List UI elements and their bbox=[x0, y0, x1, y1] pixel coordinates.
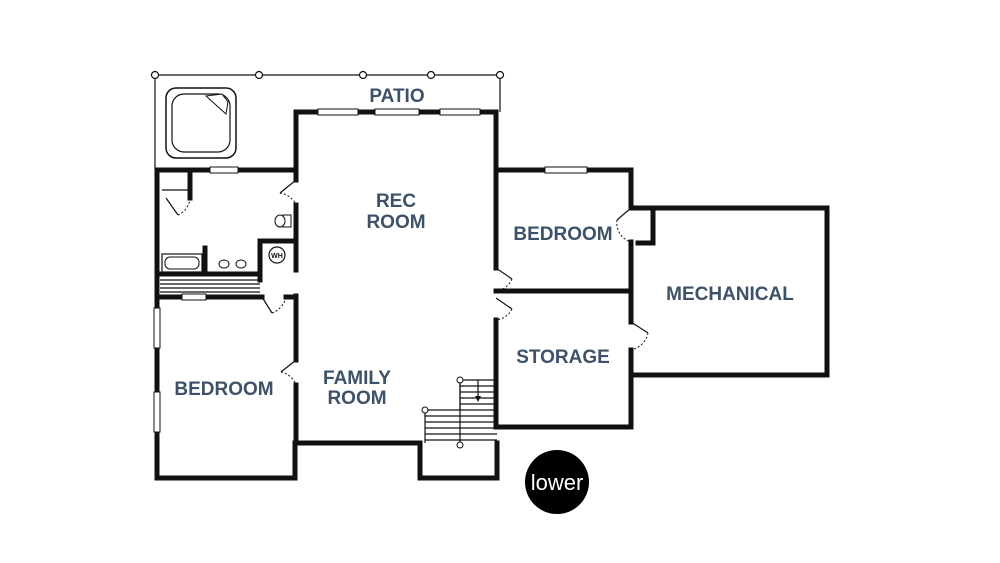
doors bbox=[165, 179, 649, 386]
toilet-icon bbox=[274, 214, 292, 228]
rec-room-label-line1: REC bbox=[376, 191, 416, 212]
rec-room-label-line2: ROOM bbox=[366, 212, 425, 233]
windows bbox=[153, 108, 588, 433]
level-badge-label: lower bbox=[531, 470, 584, 495]
level-badge: lower bbox=[525, 450, 589, 514]
storage-label: STORAGE bbox=[516, 347, 610, 368]
bathroom-fixtures: WH bbox=[160, 189, 292, 293]
water-heater-label: WH bbox=[271, 253, 283, 260]
water-heater-icon bbox=[268, 246, 286, 264]
family-room-label-line1: FAMILY bbox=[323, 368, 391, 389]
mechanical-label: MECHANICAL bbox=[666, 284, 794, 305]
patio-area bbox=[150, 70, 505, 170]
patio-label: PATIO bbox=[369, 86, 424, 107]
sink-icon bbox=[218, 259, 247, 269]
hot-tub-icon bbox=[165, 87, 237, 159]
bedroom-left-label: BEDROOM bbox=[174, 379, 273, 400]
family-room-label-line2: ROOM bbox=[327, 388, 386, 409]
stairs-icon bbox=[421, 376, 497, 449]
bedroom-right-label: BEDROOM bbox=[513, 224, 612, 245]
